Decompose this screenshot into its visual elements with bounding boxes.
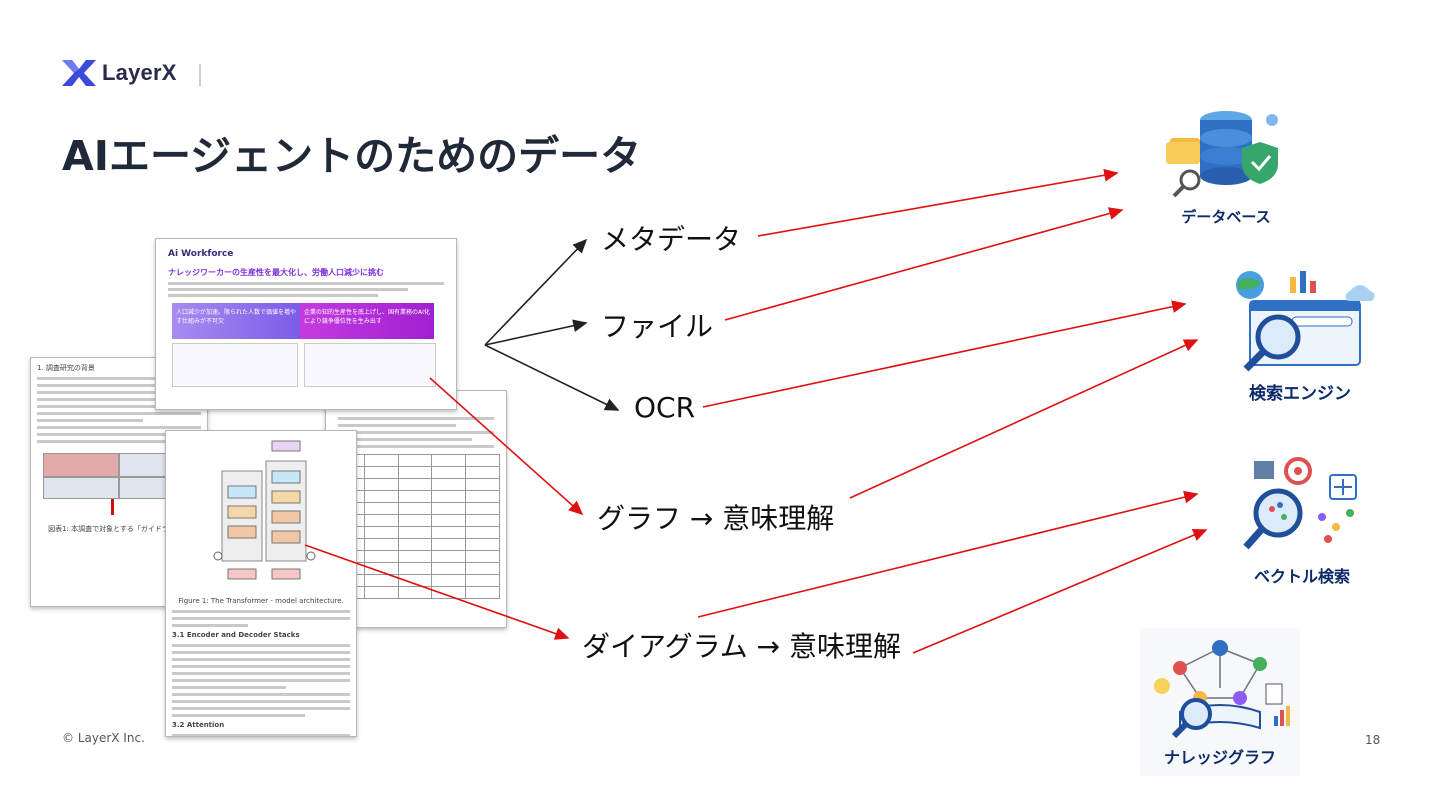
arrow-metadata-to-db [757, 168, 1119, 237]
target-vector-search: ベクトル検索 [1232, 455, 1372, 587]
arrow-paper-to-diagram [304, 544, 570, 640]
doc-left-caption: 図表1: 本調査で対象とする「ガイドライン」 [48, 525, 190, 533]
document-thumbnail-paper: Figure 1: The Transformer - model archit… [165, 430, 357, 737]
paper-section-encoder: 3.1 Encoder and Decoder Stacks [172, 631, 300, 639]
paper-section-attention: 3.2 Attention [172, 721, 225, 729]
document-thumbnail-aiworkforce: Ai Workforce ナレッジワーカーの生産性を最大化し、労働人口減少に挑む… [155, 238, 457, 410]
label-file: ファイル [601, 310, 714, 343]
logo-divider [199, 64, 201, 86]
document-thumbnail-form [325, 390, 507, 628]
label-metadata: メタデータ [601, 223, 742, 256]
target-search-engine: 検索エンジン [1220, 265, 1380, 404]
search-engine-icon [1236, 271, 1375, 372]
caption-search-engine: 検索エンジン [1249, 384, 1351, 404]
arrow-to-file [484, 319, 588, 346]
layerx-logo-icon [62, 60, 96, 86]
arrow-graph-to-search [849, 339, 1199, 499]
caption-knowledge-graph: ナレッジグラフ [1163, 748, 1276, 767]
arrow-to-metadata [484, 238, 588, 346]
doc-left-heading: 1. 調査研究の背景 [37, 364, 95, 372]
page-number: 18 [1365, 733, 1381, 747]
form-table [330, 454, 500, 599]
layerx-logo: LayerX [62, 60, 177, 86]
caption-vector-search: ベクトル検索 [1253, 567, 1350, 586]
aiworkforce-brand: Ai Workforce [168, 249, 234, 259]
arrow-doc-to-graph [429, 377, 584, 516]
paper-figure-caption: Figure 1: The Transformer - model archit… [178, 597, 344, 605]
arrow-file-to-db [724, 207, 1124, 321]
arrow-diagram-to-vector-1 [697, 490, 1199, 618]
aiworkforce-box-right: 企業の知的生産性を底上げし、国有業務のAI化により競争優位性を生み出す [300, 303, 434, 339]
arrow-diagram-to-vector-2 [912, 529, 1208, 654]
label-graph: グラフ → 意味理解 [597, 502, 835, 535]
database-icon [1166, 111, 1278, 198]
aiworkforce-headline: ナレッジワーカーの生産性を最大化し、労働人口減少に挑む [168, 268, 384, 277]
label-ocr: OCR [634, 391, 696, 424]
footer-copyright: © LayerX Inc. [62, 731, 145, 745]
knowledge-graph-icon [1154, 640, 1290, 739]
target-knowledge-graph: ナレッジグラフ [1140, 628, 1300, 776]
transformer-diagram [213, 440, 316, 580]
label-diagram: ダイアグラム → 意味理解 [582, 630, 902, 663]
arrow-to-ocr [484, 344, 620, 411]
arrow-ocr-to-search [702, 300, 1187, 408]
vector-search-icon [1243, 457, 1357, 550]
caption-database: データベース [1181, 208, 1271, 226]
logo-text: LayerX [102, 60, 177, 85]
target-database: データベース [1160, 98, 1292, 226]
aiworkforce-box-left: 人口減少が加速。限られた人数で価値を増やす仕組みが不可欠 [172, 303, 300, 339]
slide-title: AIエージェントのためのデータ [62, 132, 642, 180]
